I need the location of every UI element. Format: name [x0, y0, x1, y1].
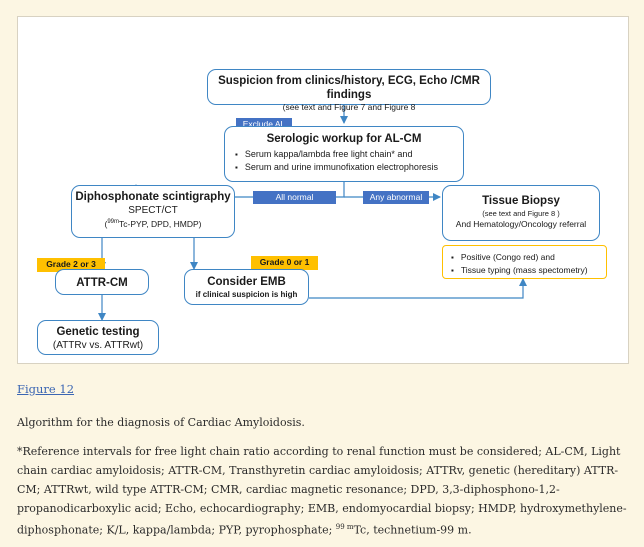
biopsy-details-list: Positive (Congo red) and Tissue typing (… — [451, 251, 606, 277]
biopsy-title: Tissue Biopsy — [482, 195, 560, 207]
any-abnormal-tag: Any abnormal — [363, 191, 429, 204]
all-normal-tag: All normal — [253, 191, 336, 204]
serologic-list: Serum kappa/lambda free light chain* and… — [235, 148, 463, 174]
footnote-sup: 99 m — [335, 523, 354, 531]
arrow-emb-to-biopsy — [309, 278, 527, 299]
consider-emb-title: Consider EMB — [207, 276, 286, 288]
footnote-tail: Tc, technetium-99 m. — [353, 523, 472, 537]
diphosphonate-isotope-sup: 99m — [107, 219, 119, 225]
biopsy-line2: And Hematology/Oncology referral — [455, 219, 587, 229]
consider-emb-box: Consider EMB if clinical suspicion is hi… — [184, 269, 309, 305]
footnote-text: *Reference intervals for free light chai… — [17, 445, 627, 537]
diphosphonate-tracers: Tc-PYP, DPD, HMDP) — [119, 218, 202, 229]
suspicion-box: Suspicion from clinics/history, ECG, Ech… — [207, 69, 491, 112]
serologic-item: Serum and urine immunofixation electroph… — [235, 161, 463, 174]
serologic-item: Serum kappa/lambda free light chain* and — [235, 148, 463, 161]
biopsy-box: Tissue Biopsy (see text and Figure 8 ) A… — [442, 185, 600, 241]
figure-link[interactable]: Figure 12 — [17, 382, 75, 396]
suspicion-sub: (see text and Figure 7 and Figure 8 — [282, 102, 416, 112]
genetic-testing-box: Genetic testing (ATTRv vs. ATTRwt) — [37, 320, 159, 355]
biopsy-sub: (see text and Figure 8 ) — [482, 209, 560, 218]
serologic-title: Serologic workup for AL-CM — [266, 133, 422, 145]
diphosphonate-box: Diphosphonate scintigraphy SPECT/CT (99m… — [71, 185, 235, 238]
suspicion-title: Suspicion from clinics/history, ECG, Ech… — [218, 75, 480, 101]
serologic-box: Serologic workup for AL-CM Serum kappa/l… — [224, 126, 464, 182]
diphosphonate-line1: SPECT/CT — [128, 205, 178, 216]
genetic-sub: (ATTRv vs. ATTRwt) — [52, 340, 144, 351]
genetic-title: Genetic testing — [56, 326, 140, 338]
figure-footnote: *Reference intervals for free light chai… — [17, 442, 629, 540]
biopsy-detail-item: Tissue typing (mass spectometry) — [451, 264, 606, 277]
flowchart-figure: Suspicion from clinics/history, ECG, Ech… — [17, 16, 629, 364]
figure-title: Algorithm for the diagnosis of Cardiac A… — [17, 416, 305, 429]
grade-2-or-3-tag: Grade 2 or 3 — [37, 258, 105, 272]
diphosphonate-line2: (99mTc-PYP, DPD, HMDP) — [104, 218, 202, 229]
diphosphonate-title: Diphosphonate scintigraphy — [75, 191, 231, 203]
biopsy-details-box: Positive (Congo red) and Tissue typing (… — [442, 245, 607, 279]
attr-cm-title: ATTR-CM — [76, 277, 128, 289]
biopsy-detail-item: Positive (Congo red) and — [451, 251, 606, 264]
attr-cm-box: ATTR-CM — [55, 269, 149, 295]
grade-0-or-1-tag: Grade 0 or 1 — [251, 256, 318, 270]
consider-emb-sub: if clinical suspicion is high — [195, 290, 298, 299]
figure-link-line: Figure 12 — [17, 380, 629, 399]
